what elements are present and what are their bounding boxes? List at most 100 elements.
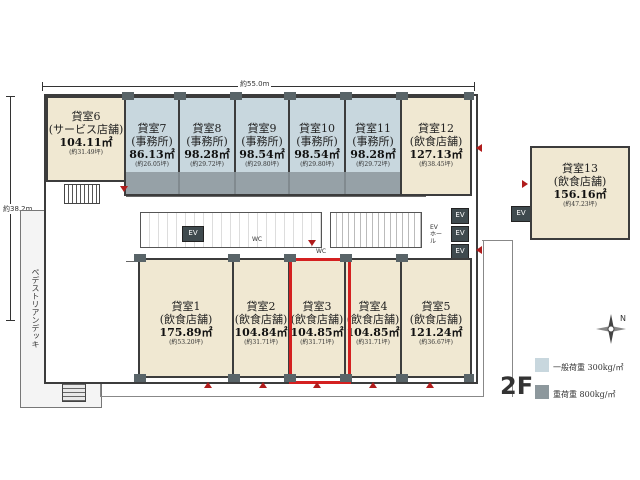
unit-6[interactable]: 貸室6 (サービス店舗) 104.11㎡ (約31.49坪): [46, 96, 126, 182]
unit-6-name: 貸室6: [71, 110, 101, 123]
core-area: [140, 212, 322, 248]
unit-13[interactable]: 貸室13 (飲食店舗) 156.16㎡ (約47.23坪): [530, 146, 630, 240]
entrance-marker: [476, 246, 482, 254]
unit-8-area: 98.28㎡: [184, 148, 230, 161]
stair-core: [330, 212, 422, 248]
unit-1-tsubo: (約53.20坪): [169, 339, 203, 346]
unit-4[interactable]: 貸室4 (飲食店舗) 104.85㎡ (約31.71坪): [344, 258, 402, 378]
entrance-marker: [476, 144, 482, 152]
legend-label-heavy: 重荷重 800kg/㎡: [553, 390, 616, 399]
pillar: [134, 374, 146, 382]
unit-8-tsubo: (約29.72坪): [190, 161, 224, 168]
unit-10-area: 98.54㎡: [294, 148, 340, 161]
unit-5[interactable]: 貸室5 (飲食店舗) 121.24㎡ (約36.67坪): [400, 258, 472, 378]
unit-9-area: 98.54㎡: [239, 148, 285, 161]
unit-7-use: (事務所): [131, 135, 173, 148]
depth-dimension-label: 約38.2m: [3, 204, 33, 214]
unit-2-name: 貸室2: [246, 300, 276, 313]
unit-4-name: 貸室4: [358, 300, 388, 313]
unit-6-area: 104.11㎡: [59, 136, 113, 149]
elevator-hall-3: EV: [451, 244, 469, 260]
entrance-marker: [204, 382, 212, 388]
pillar: [340, 254, 352, 262]
heavy-load-strip-offices: [126, 172, 400, 194]
unit-4-tsubo: (約31.71坪): [356, 339, 390, 346]
unit-1-area: 175.89㎡: [159, 326, 213, 339]
compass-north-label: N: [620, 314, 626, 323]
unit-11-area: 98.28㎡: [350, 148, 396, 161]
unit-7-tsubo: (約26.05坪): [135, 161, 169, 168]
unit-9-name: 貸室9: [247, 122, 277, 135]
unit-11-use: (事務所): [352, 135, 394, 148]
unit-10-tsubo: (約29.80坪): [300, 161, 334, 168]
depth-dimension-tick-top: [6, 96, 15, 97]
unit-13-tsubo: (約47.23坪): [563, 201, 597, 208]
unit-8-name: 貸室8: [192, 122, 222, 135]
entrance-marker: [369, 382, 377, 388]
pillar: [284, 92, 296, 100]
wc-label-2: WC: [316, 248, 327, 255]
unit-13-use: (飲食店舗): [553, 175, 607, 188]
ev-hall-label: EV ホール: [430, 224, 443, 245]
pillar: [228, 374, 240, 382]
pillar: [464, 92, 474, 100]
unit-12-area: 127.13㎡: [409, 148, 463, 161]
pillar: [284, 254, 296, 262]
unit-1-use: (飲食店舗): [159, 313, 213, 326]
pillar: [340, 374, 352, 382]
unit-11-name: 貸室11: [355, 122, 391, 135]
elevator-hall-1: EV: [451, 208, 469, 224]
unit-1-name: 貸室1: [171, 300, 201, 313]
unit-3-highlight: [289, 258, 351, 384]
unit-5-area: 121.24㎡: [409, 326, 463, 339]
unit-3-use: (飲食店舗): [290, 313, 344, 326]
unit-13-name: 貸室13: [562, 162, 598, 175]
floor-label: 2F: [500, 372, 534, 400]
unit-3-name: 貸室3: [302, 300, 332, 313]
unit-2-tsubo: (約31.71坪): [244, 339, 278, 346]
unit-2[interactable]: 貸室2 (飲食店舗) 104.84㎡ (約31.71坪): [232, 258, 290, 378]
pillar: [134, 254, 146, 262]
unit-1[interactable]: 貸室1 (飲食店舗) 175.89㎡ (約53.20坪): [138, 258, 234, 378]
pillar: [284, 374, 296, 382]
legend-swatch-general: [535, 358, 549, 372]
entrance-marker: [120, 186, 128, 192]
unit-12-use: (飲食店舗): [409, 135, 463, 148]
pillar: [340, 92, 352, 100]
unit-5-name: 貸室5: [421, 300, 451, 313]
unit-5-tsubo: (約36.67坪): [419, 339, 453, 346]
pillar: [464, 374, 474, 382]
depth-dimension-tick-bottom: [6, 320, 15, 321]
entrance-marker: [522, 180, 528, 188]
unit-10-name: 貸室10: [299, 122, 335, 135]
pillar: [230, 92, 242, 100]
unit-10-use: (事務所): [296, 135, 338, 148]
pillar: [396, 92, 408, 100]
unit-5-use: (飲食店舗): [409, 313, 463, 326]
legend-swatch-heavy: [535, 385, 549, 399]
entrance-marker: [259, 382, 267, 388]
unit-12[interactable]: 貸室12 (飲食店舗) 127.13㎡ (約38.45坪): [400, 96, 472, 196]
width-dimension-tick-right: [474, 82, 475, 91]
walkway-outline-right: [482, 240, 513, 397]
unit-4-area: 104.85㎡: [346, 326, 400, 339]
elevator-hall-2: EV: [451, 226, 469, 242]
entrance-marker: [308, 240, 316, 246]
unit-6-tsubo: (約31.49坪): [69, 149, 103, 156]
pillar: [228, 254, 240, 262]
unit-2-area: 104.84㎡: [234, 326, 288, 339]
entrance-marker: [426, 382, 434, 388]
unit-7-area: 86.13㎡: [129, 148, 175, 161]
pillar: [122, 92, 134, 100]
unit-4-use: (飲食店舗): [346, 313, 400, 326]
unit-13-area: 156.16㎡: [553, 188, 607, 201]
wc-label-1: WC: [252, 236, 263, 243]
width-dimension-label: 約55.0m: [238, 79, 272, 89]
elevator-unit13: EV: [511, 206, 531, 222]
stairs-unit6: [64, 184, 100, 204]
pedestrian-deck-label: ペデストリアンデッキ: [31, 268, 40, 348]
unit-2-use: (飲食店舗): [234, 313, 288, 326]
unit-9-use: (事務所): [241, 135, 283, 148]
unit-8-use: (事務所): [186, 135, 228, 148]
unit-3-area: 104.85㎡: [290, 326, 344, 339]
